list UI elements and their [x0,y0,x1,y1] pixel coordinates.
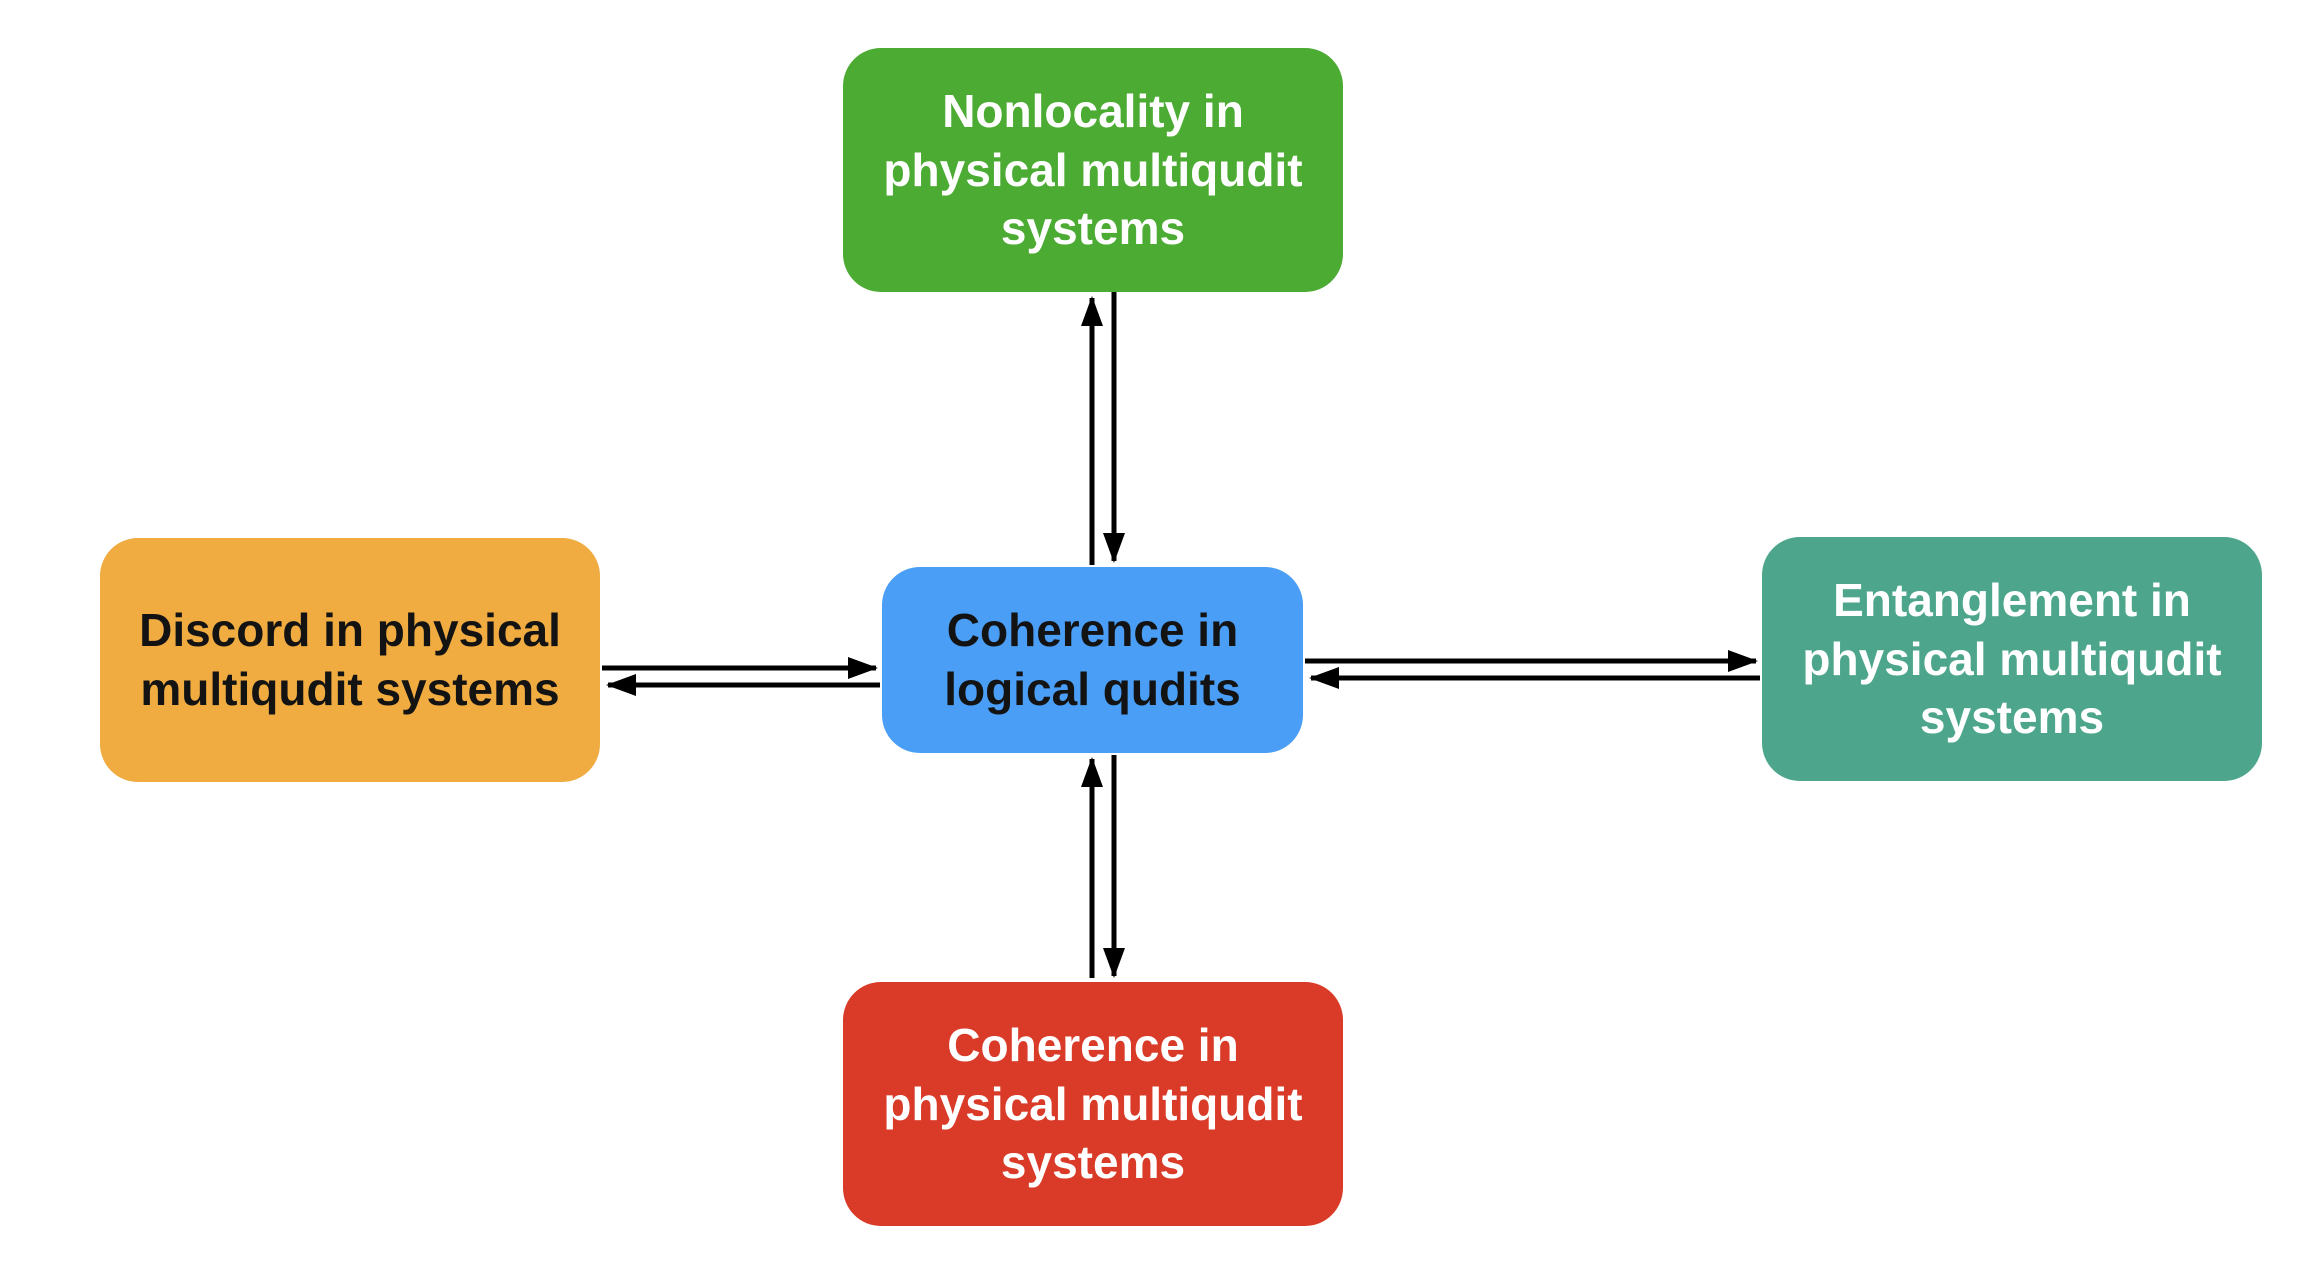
node-discord-physical-multiqudit: Discord in physical multiqudit systems [100,538,600,782]
node-label-discord: Discord in physical multiqudit systems [139,604,561,715]
node-label-nonlocality: Nonlocality in physical multiqudit syste… [883,84,1303,255]
node-nonlocality-physical-multiqudit: Nonlocality in physical multiqudit syste… [843,48,1343,292]
node-label-entanglement: Entanglement in physical multiqudit syst… [1802,573,2222,744]
node-label-coherence-physical: Coherence in physical multiqudit systems [883,1018,1303,1189]
node-coherence-logical-qudits: Coherence in logical qudits [882,567,1303,753]
node-entanglement-physical-multiqudit: Entanglement in physical multiqudit syst… [1762,537,2262,781]
node-label-coherence-logical: Coherence in logical qudits [944,604,1241,715]
node-coherence-physical-multiqudit: Coherence in physical multiqudit systems [843,982,1343,1226]
